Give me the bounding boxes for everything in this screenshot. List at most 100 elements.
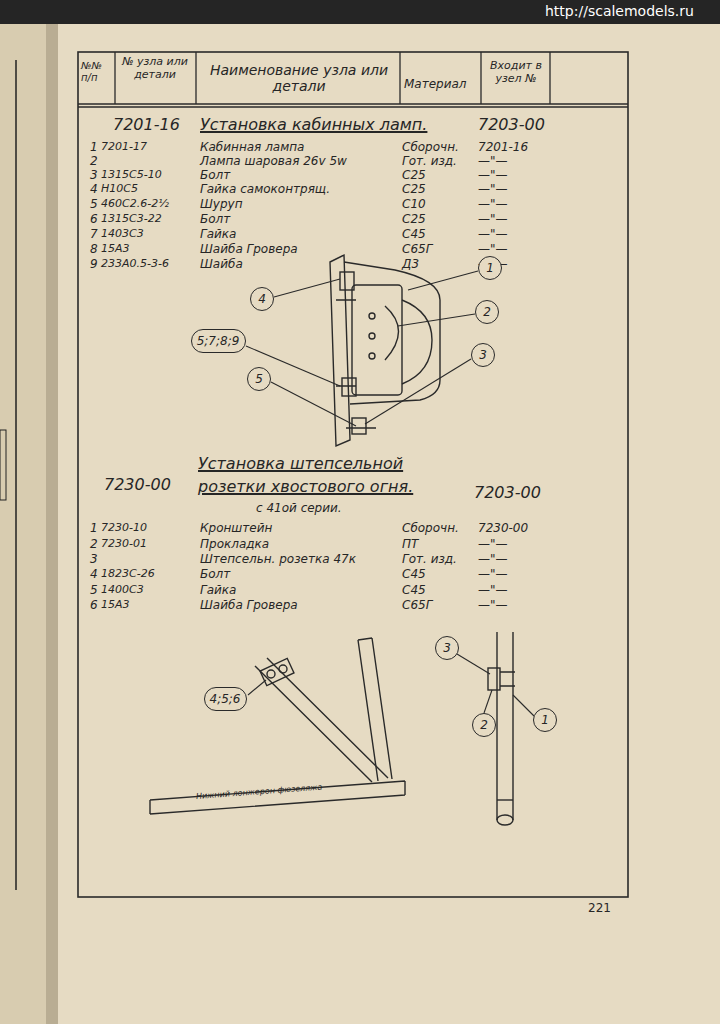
table-cell: 1400С3 [101,584,144,597]
callout-circle: 4;5;6 [204,687,247,711]
table-cell: 8 [90,243,98,257]
table-cell: —"— [478,584,508,598]
table-cell: С25 [402,213,426,227]
table-cell: Сборочн. [402,522,459,536]
callout-circle: 5;7;8;9 [191,329,246,353]
table-cell: 7201-17 [101,141,147,154]
table-cell: 1315С3-22 [101,213,162,226]
callout-circle: 4 [250,287,274,311]
table-cell: —"— [478,183,508,197]
table-header: Входит в узел № [485,60,547,85]
truss-drawing [150,638,405,814]
callout-circle: 3 [435,636,459,660]
table-cell: Шайба Гровера [200,243,298,257]
table-cell: —"— [478,553,508,567]
top-band [0,0,720,24]
table-cell: —"— [478,213,508,227]
table-cell: С65Г [402,243,432,257]
table-cell: Штепсельн. розетка 47к [200,553,356,567]
table-cell: 1 [90,522,98,536]
callout-circle: 5 [247,367,271,391]
table-header: Материал [404,78,467,92]
table-cell: —"— [478,243,508,257]
callout-number: 1 [541,713,549,727]
table-cell: ПТ [402,538,418,552]
table-cell: Кронштейн [200,522,272,536]
table-cell: С45 [402,584,426,598]
table-cell: Д3 [402,258,419,272]
callout-circle: 2 [472,713,496,737]
table-cell: Н10С5 [101,183,138,196]
table-cell: 7230-00 [104,476,171,494]
binding-shadow [46,0,58,1024]
table-cell: С10 [402,198,426,212]
callout-number: 2 [483,305,491,319]
table-cell: Болт [200,169,230,183]
table-cell: Гайка [200,228,236,242]
table-cell: Нижний лонжерон фюзеляжа [196,783,323,802]
table-cell: с 41ой серии. [256,502,342,516]
table-cell: —"— [478,538,508,552]
table-cell: 7203-00 [478,116,545,134]
page-number: 221 [588,902,611,916]
table-cell: 4 [90,183,98,197]
table-cell: С45 [402,568,426,582]
callout-number: 4 [258,292,266,306]
callout-number: 2 [480,718,488,732]
table-cell: С65Г [402,599,432,613]
table-cell: 15А3 [101,243,130,256]
table-cell: 7 [90,228,98,242]
table-cell: 1315С5-10 [101,169,162,182]
svg-text:​: ​ [359,380,360,390]
table-cell: 3 [90,553,98,567]
table-cell: 7203-00 [474,484,541,502]
left-page [0,0,50,1024]
table-cell: Лампа шаровая 26v 5w [200,155,347,169]
table-cell: 460С2.6-2½ [101,198,169,211]
callout-circle: 1 [533,708,557,732]
lamp-drawing: ​ [330,255,440,446]
table-cell: 1 [90,141,98,155]
callout-number: 5 [255,372,263,386]
table-cell: 6 [90,599,98,613]
table-cell: 9 [90,258,98,272]
callout-number: 3 [443,641,451,655]
table-cell: 3 [90,169,98,183]
table-cell: 5 [90,584,98,598]
table-cell: С25 [402,183,426,197]
watermark: http://scalemodels.ru [545,3,694,19]
table-header: Наименование узла или детали [202,62,396,94]
callout-circle: 1 [478,256,502,280]
table-cell: —"— [478,198,508,212]
table-cell: Гайка самоконтрящ. [200,183,330,197]
table-cell: Гот. изд. [402,553,457,567]
table-cell: 15А3 [101,599,130,612]
table-cell: Болт [200,568,230,582]
table-cell: 1823С-26 [101,568,155,581]
table-cell: 7201-16 [478,141,528,155]
table-cell: —"— [478,568,508,582]
table-cell: —"— [478,228,508,242]
table-cell: С45 [402,228,426,242]
table-cell: 7201-16 [113,116,180,134]
table-cell: С25 [402,169,426,183]
table-header: №№ п/п [81,60,113,83]
callout-circle: 3 [471,343,495,367]
callout-circle: 2 [475,300,499,324]
table-cell: —"— [478,155,508,169]
table-cell: 233А0.5-3-6 [101,258,169,271]
table-cell: 7230-10 [101,522,147,535]
header-grid [78,52,628,107]
table-cell: Кабинная лампа [200,141,304,155]
table-cell: Прокладка [200,538,269,552]
callout-number: 4;5;6 [210,692,241,706]
table-cell: Установка штепсельной розетки хвостового… [198,452,460,498]
table-cell: Сборочн. [402,141,459,155]
left-frame [15,60,17,890]
table-cell: 2 [90,538,98,552]
table-cell: —"— [478,599,508,613]
table-cell: Гот. изд. [402,155,457,169]
table-cell: 7230-00 [478,522,528,536]
